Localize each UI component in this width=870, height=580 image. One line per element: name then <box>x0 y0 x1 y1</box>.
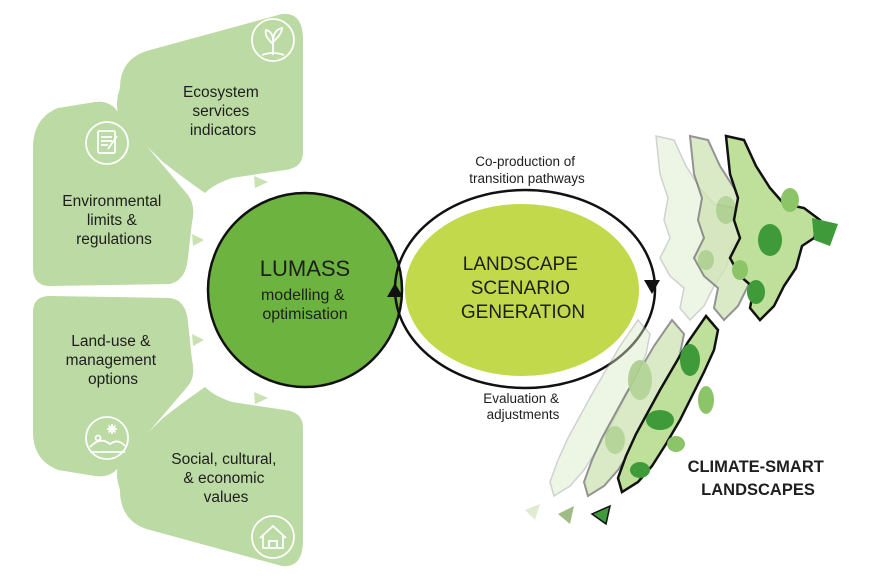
cycle-bottom-label: Evaluation & adjustments <box>483 391 563 422</box>
document-icon <box>85 121 129 165</box>
cycle-top-label: Co-production of transition pathways <box>469 154 585 186</box>
map-layer-front <box>590 134 838 526</box>
scenario-ellipse <box>405 204 639 376</box>
small-arrow-4 <box>254 392 268 404</box>
landscape-icon <box>85 416 129 460</box>
segment-label-social-line-1: Social, cultural, <box>171 451 276 468</box>
segment-label-landuse-line-1: Land-use & <box>71 333 151 350</box>
cycle-arrow-down <box>644 280 660 294</box>
scenario-label-line-3: GENERATION <box>461 302 585 323</box>
cycle-arrow-up <box>387 283 403 297</box>
scenario-label: LANDSCAPE SCENARIO GENERATION <box>461 254 585 323</box>
segment-label-landuse: Land-use & management options <box>66 333 161 388</box>
segment-ecosystem <box>116 13 303 193</box>
cycle-loop <box>387 188 660 390</box>
segment-label-environmental-line-3: regulations <box>76 231 152 248</box>
lumass-title: LUMASS <box>260 256 350 281</box>
segment-label-ecosystem: Ecosystem services indicators <box>183 84 263 139</box>
segment-label-social: Social, cultural, & economic values <box>171 451 280 506</box>
segment-label-landuse-line-2: management <box>66 352 157 369</box>
result-label-line-2: LANDSCAPES <box>701 481 815 499</box>
sprout-icon <box>251 18 295 62</box>
segment-social <box>116 387 303 567</box>
lumass-node: LUMASS modelling & optimisation <box>206 191 404 389</box>
small-arrow-2 <box>192 234 204 246</box>
segment-label-ecosystem-line-1: Ecosystem <box>183 84 259 101</box>
result-label-line-1: CLIMATE-SMART <box>688 458 824 476</box>
small-arrow-3 <box>192 334 204 346</box>
map-layer-middle <box>558 135 785 524</box>
segment-label-ecosystem-line-3: indicators <box>190 122 257 139</box>
cycle-top-label-line-2: transition pathways <box>469 171 585 186</box>
landscape-maps <box>525 134 838 526</box>
lumass-subtitle-line-1: modelling & <box>261 287 345 304</box>
small-arrow-1 <box>254 176 268 188</box>
segment-label-landuse-line-3: options <box>88 371 138 388</box>
scenario-label-line-2: SCENARIO <box>471 278 570 299</box>
scenario-node: LANDSCAPE SCENARIO GENERATION <box>405 204 639 376</box>
map-layer-back <box>525 135 751 520</box>
result-label: CLIMATE-SMART LANDSCAPES <box>688 458 829 499</box>
segment-environmental <box>33 101 194 286</box>
scenario-label-line-1: LANDSCAPE <box>463 254 578 275</box>
lumass-circle <box>206 191 404 389</box>
cycle-bottom-label-line-1: Evaluation & <box>483 391 559 406</box>
cycle-top-label-line-1: Co-production of <box>475 154 575 169</box>
segment-label-environmental: Environmental limits & regulations <box>62 193 165 248</box>
segment-label-social-line-2: & economic <box>183 470 264 487</box>
lumass-subtitle: modelling & optimisation <box>261 287 349 323</box>
segment-label-social-line-3: values <box>204 489 249 506</box>
segment-landuse <box>33 296 194 477</box>
input-segments: Ecosystem services indicators Environmen… <box>33 13 303 567</box>
cycle-bottom-label-line-2: adjustments <box>487 407 560 422</box>
small-arrows <box>192 176 268 404</box>
lumass-subtitle-line-2: optimisation <box>262 306 347 323</box>
house-icon <box>251 515 295 559</box>
segment-label-ecosystem-line-2: services <box>192 103 249 120</box>
segment-label-environmental-line-2: limits & <box>87 212 138 229</box>
segment-label-environmental-line-1: Environmental <box>62 193 161 210</box>
